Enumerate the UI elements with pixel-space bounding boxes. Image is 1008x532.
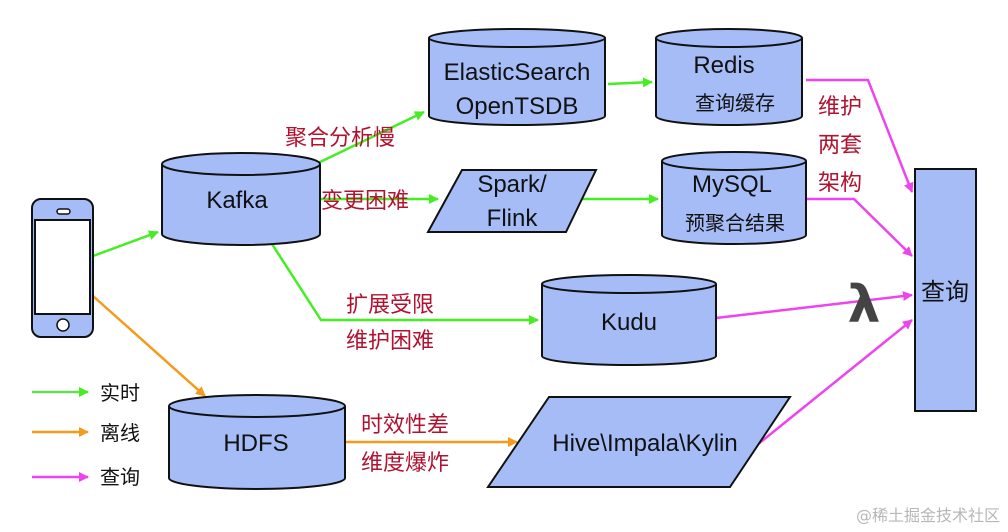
annotation-dimension-explode: 维度爆炸	[361, 451, 449, 476]
annotation-two-arch-3: 架构	[818, 171, 862, 196]
annotation-expand-limited: 扩展受限	[346, 293, 434, 318]
opentsdb-label: OpenTSDB	[456, 93, 579, 120]
hdfs-label: HDFS	[223, 430, 288, 457]
legend-label-realtime: 实时	[100, 381, 140, 405]
flink-label: Flink	[487, 205, 539, 232]
kudu-label: Kudu	[601, 309, 657, 336]
legend-label-query: 查询	[100, 465, 140, 489]
kafka-label: Kafka	[206, 187, 268, 214]
legend: 实时 离线 查询	[32, 381, 140, 489]
spark-flink-node: Spark/ Flink	[426, 169, 598, 233]
annotation-timeliness-poor: 时效性差	[361, 413, 449, 438]
spark-label: Spark/	[477, 171, 547, 198]
kafka-node: Kafka	[161, 152, 321, 246]
mysql-sublabel: 预聚合结果	[685, 211, 785, 235]
edge-mysql-query	[806, 197, 913, 257]
query-node: 查询	[914, 168, 977, 412]
annotation-maintain-hard: 维护困难	[346, 329, 434, 354]
mysql-node: MySQL 预聚合结果	[661, 151, 807, 245]
annotation-two-arch-1: 维护	[818, 95, 862, 120]
edge-kafka-elastic	[317, 110, 425, 165]
edge-redis-query	[806, 78, 914, 193]
redis-label: Redis	[693, 52, 754, 79]
legend-label-offline: 离线	[100, 421, 140, 445]
mysql-label: MySQL	[692, 171, 772, 198]
elasticsearch-label: ElasticSearch	[444, 59, 591, 86]
redis-sublabel: 查询缓存	[695, 91, 775, 115]
legend-item-query: 查询	[32, 465, 140, 489]
edge-phone-hdfs	[92, 295, 206, 397]
watermark: @稀土掘金技术社区	[855, 506, 1000, 525]
edge-kafka-kudu	[270, 243, 539, 325]
annotation-change-hard: 变更困难	[321, 189, 409, 214]
redis-node: Redis 查询缓存	[655, 28, 803, 126]
hive-impala-kylin-node: Hive\Impala\Kylin	[486, 396, 792, 488]
edge-hive-query	[756, 319, 913, 446]
elasticsearch-node: ElasticSearch OpenTSDB	[428, 28, 606, 126]
legend-item-realtime: 实时	[32, 381, 140, 405]
edge-elastic-redis	[607, 77, 653, 88]
lambda-symbol: λ	[848, 275, 881, 335]
mobile-phone-icon	[31, 198, 94, 338]
edge-kudu-query	[715, 291, 913, 320]
legend-item-offline: 离线	[32, 421, 140, 445]
annotation-agg-slow: 聚合分析慢	[285, 126, 395, 151]
query-label: 查询	[921, 278, 969, 306]
kudu-node: Kudu	[541, 274, 717, 366]
edge-phone-kafka	[92, 230, 159, 258]
hdfs-node: HDFS	[168, 394, 346, 490]
hive-label: Hive\Impala\Kylin	[552, 430, 737, 457]
annotation-two-arch-2: 两套	[818, 133, 862, 158]
